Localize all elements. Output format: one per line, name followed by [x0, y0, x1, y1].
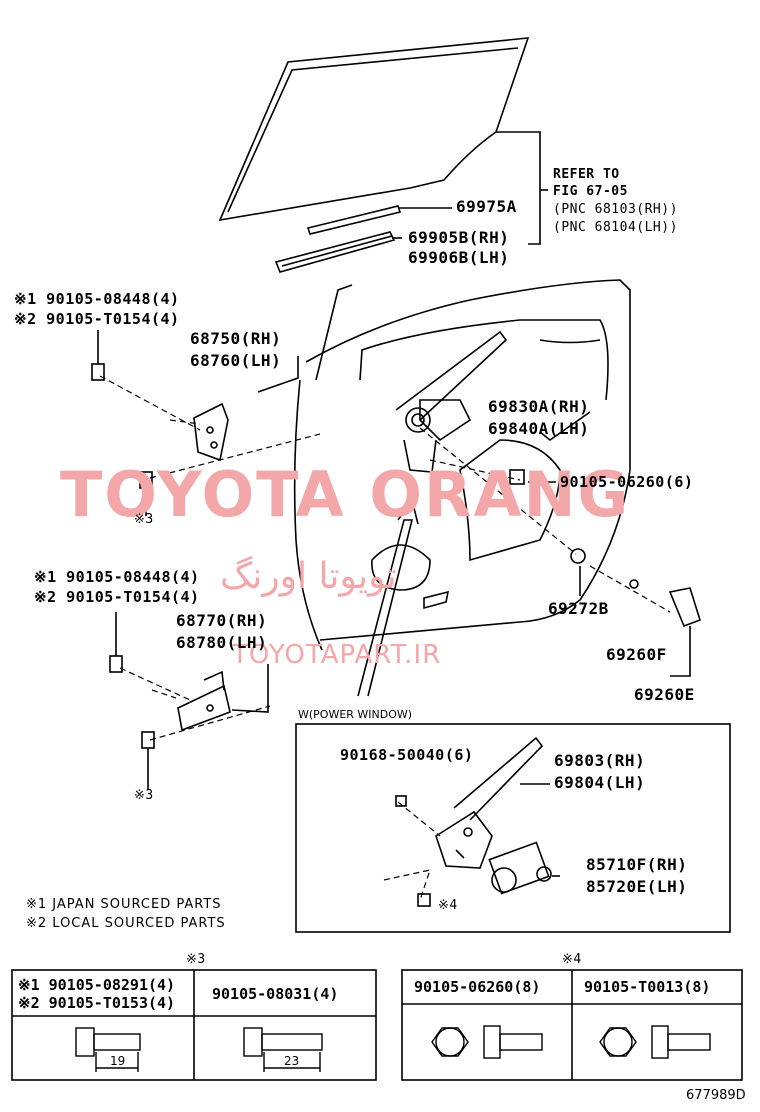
- table3-cell2[interactable]: 90105-08031(4): [212, 985, 339, 1003]
- legend-japan-sourced: ※1 JAPAN SOURCED PARTS: [26, 897, 222, 912]
- refer-line-3: (PNC 68103(RH)): [553, 202, 678, 217]
- table3-dim-23: 23: [284, 1054, 300, 1068]
- door-glass: [218, 37, 530, 222]
- watermark-site: TOYOTAPART.IR: [232, 640, 442, 670]
- bolt-label-upper-2[interactable]: ※2 90105-T0154(4): [14, 310, 180, 328]
- part-label-69260f[interactable]: 69260F: [606, 645, 667, 664]
- part-label-69260e[interactable]: 69260E: [634, 685, 695, 704]
- part-label-69905b[interactable]: 69905B(RH): [408, 228, 510, 247]
- watermark-main: TOYOTA ORANG: [60, 458, 631, 531]
- figure-code: 677989D: [686, 1088, 746, 1103]
- weatherstrip-69975a: [306, 205, 402, 235]
- table3-header: ※3: [186, 952, 206, 967]
- part-label-90105-06260[interactable]: 90105-06260(6): [560, 473, 694, 491]
- power-window-regulator: [435, 736, 560, 895]
- hinge-upper: [193, 402, 229, 462]
- note3-lower: ※3: [134, 788, 154, 803]
- refer-line-2: FIG 67-05: [553, 184, 628, 199]
- table4-cell1[interactable]: 90105-06260(8): [414, 978, 541, 996]
- table4-header: ※4: [562, 952, 582, 967]
- part-label-68780[interactable]: 68780(LH): [176, 633, 268, 652]
- note3-upper: ※3: [134, 512, 154, 527]
- part-label-68770[interactable]: 68770(RH): [176, 611, 268, 630]
- table3-dim-19: 19: [110, 1054, 126, 1068]
- bolt-label-upper-1[interactable]: ※1 90105-08448(4): [14, 290, 180, 308]
- part-label-69272b[interactable]: 69272B: [548, 599, 609, 618]
- part-label-69830a[interactable]: 69830A(RH): [488, 397, 590, 416]
- watermark-farsi: تویوتا اورنگ: [220, 556, 397, 597]
- refer-line-1: REFER TO: [553, 167, 620, 182]
- legend-local-sourced: ※2 LOCAL SOURCED PARTS: [26, 916, 226, 931]
- table-bolt-drawings: [75, 1025, 711, 1072]
- table4-cell2[interactable]: 90105-T0013(8): [584, 978, 711, 996]
- part-label-69975a[interactable]: 69975A: [456, 197, 517, 216]
- part-label-68750[interactable]: 68750(RH): [190, 329, 282, 348]
- regulator-69830a: [395, 330, 508, 421]
- table3-cell1-b[interactable]: ※2 90105-T0153(4): [18, 994, 176, 1012]
- bolt-label-lower-2[interactable]: ※2 90105-T0154(4): [34, 588, 200, 606]
- part-label-68760[interactable]: 68760(LH): [190, 351, 282, 370]
- hinge-lower: [177, 684, 231, 732]
- run-channel-69905b: [274, 231, 396, 273]
- refer-line-4: (PNC 68104(LH)): [553, 220, 678, 235]
- part-label-85720e[interactable]: 85720E(LH): [586, 877, 688, 896]
- part-label-69803[interactable]: 69803(RH): [554, 751, 646, 770]
- note4-label: ※4: [438, 898, 458, 913]
- part-label-85710f[interactable]: 85710F(RH): [586, 855, 688, 874]
- part-label-90168-50040[interactable]: 90168-50040(6): [340, 746, 474, 764]
- table3-cell1-a[interactable]: ※1 90105-08291(4): [18, 976, 176, 994]
- part-label-69906b[interactable]: 69906B(LH): [408, 248, 510, 267]
- part-label-69840a[interactable]: 69840A(LH): [488, 419, 590, 438]
- power-window-title: W(POWER WINDOW): [298, 708, 413, 721]
- power-window-box: [295, 723, 731, 933]
- door-panel-outline: [305, 279, 631, 641]
- part-label-69804[interactable]: 69804(LH): [554, 773, 646, 792]
- bolt-label-lower-1[interactable]: ※1 90105-08448(4): [34, 568, 200, 586]
